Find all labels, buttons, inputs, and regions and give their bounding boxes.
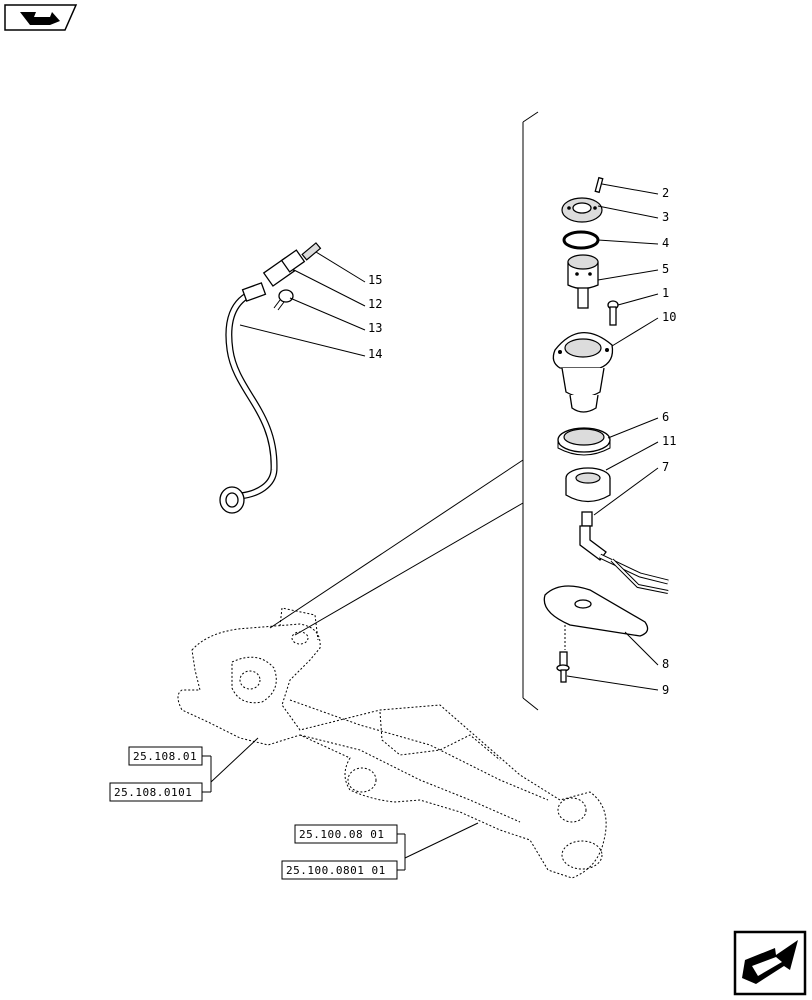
reference-boxes: 25.108.01 25.108.0101 25.100.08 01 25.10… bbox=[109, 737, 479, 880]
right-callouts: 2 3 4 5 1 10 6 11 7 8 9 bbox=[566, 183, 676, 697]
callout-7: 7 bbox=[662, 460, 669, 474]
ref-link-25-100-0801-01[interactable]: 25.100.0801 01 bbox=[281, 860, 398, 880]
callout-3: 3 bbox=[662, 210, 669, 224]
callout-11: 11 bbox=[662, 434, 676, 448]
bearing-cone bbox=[565, 467, 611, 503]
adapter-fitting bbox=[262, 249, 306, 287]
hose-assembly bbox=[219, 242, 322, 514]
callout-6: 6 bbox=[662, 410, 669, 424]
callout-4: 4 bbox=[662, 236, 669, 250]
front-axle-outline bbox=[177, 607, 607, 879]
callout-15: 15 bbox=[368, 273, 382, 287]
plate-screw bbox=[556, 651, 570, 683]
cover-plate bbox=[543, 585, 649, 637]
callout-5: 5 bbox=[662, 262, 669, 276]
support-housing bbox=[552, 332, 614, 413]
callout-10: 10 bbox=[662, 310, 676, 324]
back-arrow-icon[interactable] bbox=[4, 4, 78, 31]
ref-25-100-0801-01[interactable]: 25.100.0801 01 bbox=[286, 864, 386, 877]
ref-25-108-0101[interactable]: 25.108.0101 bbox=[114, 786, 192, 799]
left-callouts: 15 12 13 14 bbox=[239, 251, 382, 361]
ref-link-25-100-08-01[interactable]: 25.100.08 01 bbox=[294, 824, 398, 844]
callout-14: 14 bbox=[368, 347, 382, 361]
callout-1: 1 bbox=[662, 286, 669, 300]
hose-nut bbox=[219, 486, 245, 514]
next-page-arrow-icon[interactable] bbox=[733, 930, 807, 996]
callout-8: 8 bbox=[662, 657, 669, 671]
angle-sensor bbox=[579, 511, 669, 594]
pivot-pin bbox=[567, 254, 599, 309]
ref-link-25-108-01[interactable]: 25.108.01 bbox=[128, 746, 203, 766]
callout-9: 9 bbox=[662, 683, 669, 697]
o-ring bbox=[562, 230, 600, 250]
group-bracket bbox=[269, 111, 539, 711]
callout-13: 13 bbox=[368, 321, 382, 335]
cap-screw bbox=[607, 300, 619, 326]
banjo-bolt bbox=[273, 289, 294, 311]
callout-2: 2 bbox=[662, 186, 669, 200]
pin bbox=[594, 176, 604, 194]
callout-12: 12 bbox=[368, 297, 382, 311]
ref-25-100-08-01[interactable]: 25.100.08 01 bbox=[299, 828, 384, 841]
ref-25-108-01[interactable]: 25.108.01 bbox=[133, 750, 197, 763]
ref-link-25-108-0101[interactable]: 25.108.0101 bbox=[109, 782, 203, 802]
bearing-cup bbox=[557, 427, 611, 456]
cap-flange bbox=[561, 197, 603, 223]
